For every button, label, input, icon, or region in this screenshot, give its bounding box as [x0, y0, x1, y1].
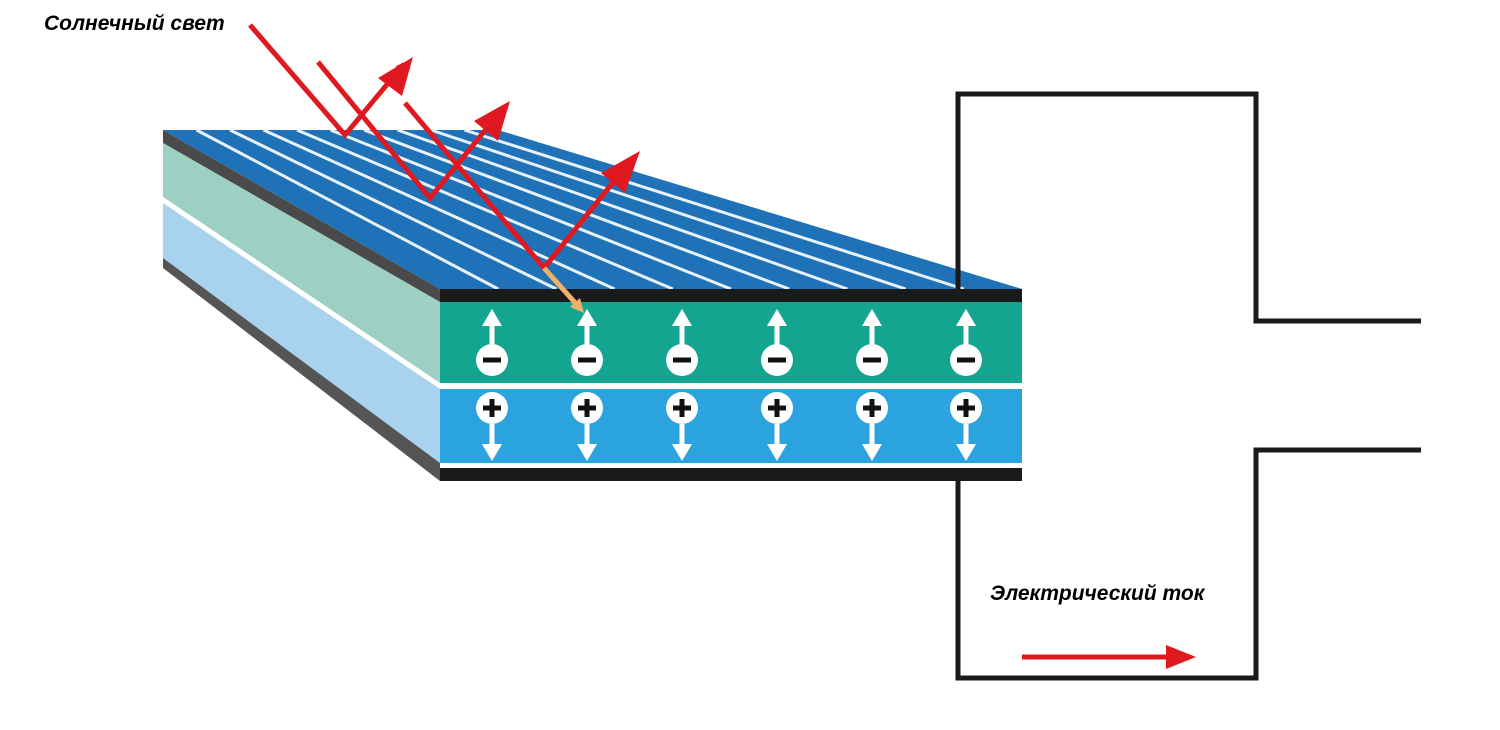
negative-sign — [863, 357, 881, 363]
electron-arrow-head — [577, 309, 597, 326]
side-n-layer — [163, 143, 440, 383]
wire-bottom — [955, 447, 1421, 681]
bottom-contact — [440, 468, 1022, 481]
hole-arrow-head — [482, 444, 502, 461]
electron-arrow-head — [672, 309, 692, 326]
p-type-layer — [440, 389, 1022, 463]
current-arrow — [1022, 645, 1196, 669]
top-grid-line — [430, 128, 907, 291]
charge-carriers — [476, 309, 982, 461]
junction-line — [440, 383, 1022, 389]
electron — [950, 309, 982, 376]
hole — [761, 392, 793, 461]
hole-arrow-head — [862, 444, 882, 461]
external-circuit — [955, 91, 1421, 681]
side-top-contact — [163, 130, 440, 302]
hole — [856, 392, 888, 461]
positive-sign-v — [869, 399, 875, 417]
wire-top — [955, 91, 1421, 324]
electron-path — [542, 266, 580, 308]
electron-path-head — [570, 298, 584, 313]
cell-front-face — [440, 289, 1022, 481]
top-grid-line — [363, 128, 790, 291]
positive-sign-v — [679, 399, 685, 417]
top-grid-line — [262, 128, 616, 291]
sunlight-rays — [248, 23, 640, 313]
electron — [666, 309, 698, 376]
light-ray-3-head — [601, 151, 640, 193]
positive-sign-v — [963, 399, 969, 417]
electron — [571, 309, 603, 376]
positive-sign-v — [774, 399, 780, 417]
light-ray-1-head — [378, 57, 413, 96]
hole-arrow-head — [767, 444, 787, 461]
negative-sign — [578, 357, 596, 363]
hole — [950, 392, 982, 461]
negative-sign — [483, 357, 501, 363]
top-grid-line — [195, 128, 499, 291]
electron — [476, 309, 508, 376]
hole — [476, 392, 508, 461]
sunlight-label: Солнечный свет — [44, 12, 225, 35]
side-junction-line — [163, 197, 440, 389]
top-contact — [440, 289, 1022, 302]
hole — [666, 392, 698, 461]
positive-sign-v — [489, 399, 495, 417]
electron-arrow-head — [862, 309, 882, 326]
current-label: Электрический ток — [990, 582, 1206, 605]
electron — [761, 309, 793, 376]
electron — [856, 309, 888, 376]
light-ray-2 — [316, 60, 502, 202]
electron-arrow-head — [482, 309, 502, 326]
top-grid-line — [397, 128, 848, 291]
side-p-layer — [163, 203, 440, 463]
top-grid-line — [296, 128, 674, 291]
current-arrow-head — [1166, 645, 1196, 669]
side-bottom-contact — [163, 258, 440, 481]
cell-side-layers — [163, 130, 440, 481]
electron-arrow-head — [767, 309, 787, 326]
negative-sign — [768, 357, 786, 363]
electron-arrow-head — [956, 309, 976, 326]
p-layer-highlight — [440, 463, 1022, 468]
light-ray-1 — [248, 23, 406, 139]
hole-arrow-head — [577, 444, 597, 461]
top-grid-lines — [195, 128, 965, 291]
positive-sign-v — [584, 399, 590, 417]
top-grid-line — [229, 128, 558, 291]
negative-sign — [673, 357, 691, 363]
negative-sign — [957, 357, 975, 363]
hole-arrow-head — [672, 444, 692, 461]
hole — [571, 392, 603, 461]
hole-arrow-head — [956, 444, 976, 461]
top-grid-line — [464, 128, 965, 291]
light-ray-2-head — [474, 101, 510, 141]
n-type-layer — [440, 302, 1022, 383]
